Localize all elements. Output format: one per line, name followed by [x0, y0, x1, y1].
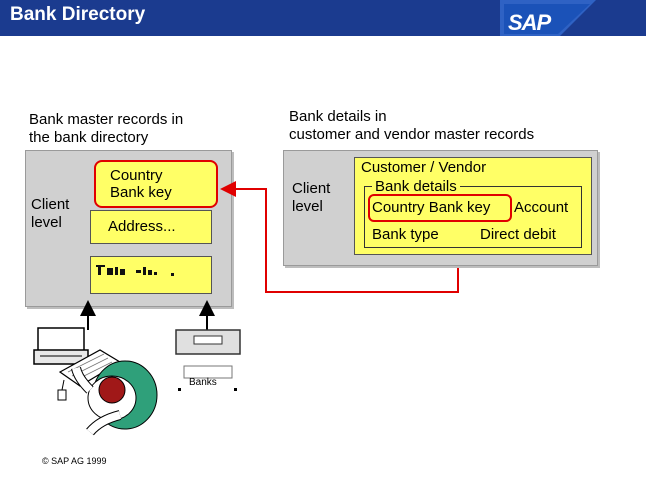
user-at-workstation-icon — [33, 327, 158, 436]
banks-label: Banks — [189, 377, 217, 388]
copyright-text: SAP AG 1999 — [51, 456, 107, 466]
direct-debit-label: Direct debit — [480, 226, 556, 243]
right-caption-line2: customer and vendor master records — [289, 126, 535, 143]
country-bank-key-highlight — [368, 194, 512, 222]
customer-vendor-title: Customer / Vendor — [361, 159, 487, 176]
address-label: Address... — [108, 218, 176, 235]
right-client-level: Client level — [292, 180, 330, 216]
country-bank-key-label: Country Bank key — [372, 199, 491, 216]
right-caption-line1: Bank details in — [289, 108, 387, 125]
right-level-line1: Client — [292, 180, 331, 197]
left-level-line1: Client — [31, 196, 70, 213]
sap-logo-icon — [500, 0, 596, 36]
address-box — [90, 210, 212, 244]
left-caption-line1: Bank master records in — [29, 111, 184, 128]
sap-logo-text: SAP — [508, 10, 551, 35]
country-bank-key-box — [94, 160, 218, 208]
scribble-text-icon — [96, 265, 174, 276]
bank-key-label: Bank key — [110, 184, 172, 201]
bank-terminal-icon — [175, 329, 241, 391]
left-caption-line2: the bank directory — [29, 129, 149, 146]
left-client-level: Client level — [31, 196, 69, 232]
bank-details-title: Bank details — [372, 178, 460, 196]
header-bar: Bank Directory SAP — [0, 0, 646, 36]
page-title: Bank Directory — [10, 4, 146, 25]
right-level-line2: level — [292, 198, 323, 215]
copyright: © SAP AG 1999 — [42, 456, 107, 466]
bank-details-group — [364, 186, 582, 248]
customer-vendor-box — [354, 157, 592, 255]
right-caption: Bank details in customer and vendor mast… — [289, 108, 534, 144]
left-level-line2: level — [31, 214, 62, 231]
country-label: Country — [110, 167, 163, 184]
bank-type-label: Bank type — [372, 226, 439, 243]
left-caption: Bank master records in the bank director… — [29, 111, 183, 147]
copyright-icon: © — [42, 456, 49, 466]
account-label: Account — [514, 199, 569, 216]
